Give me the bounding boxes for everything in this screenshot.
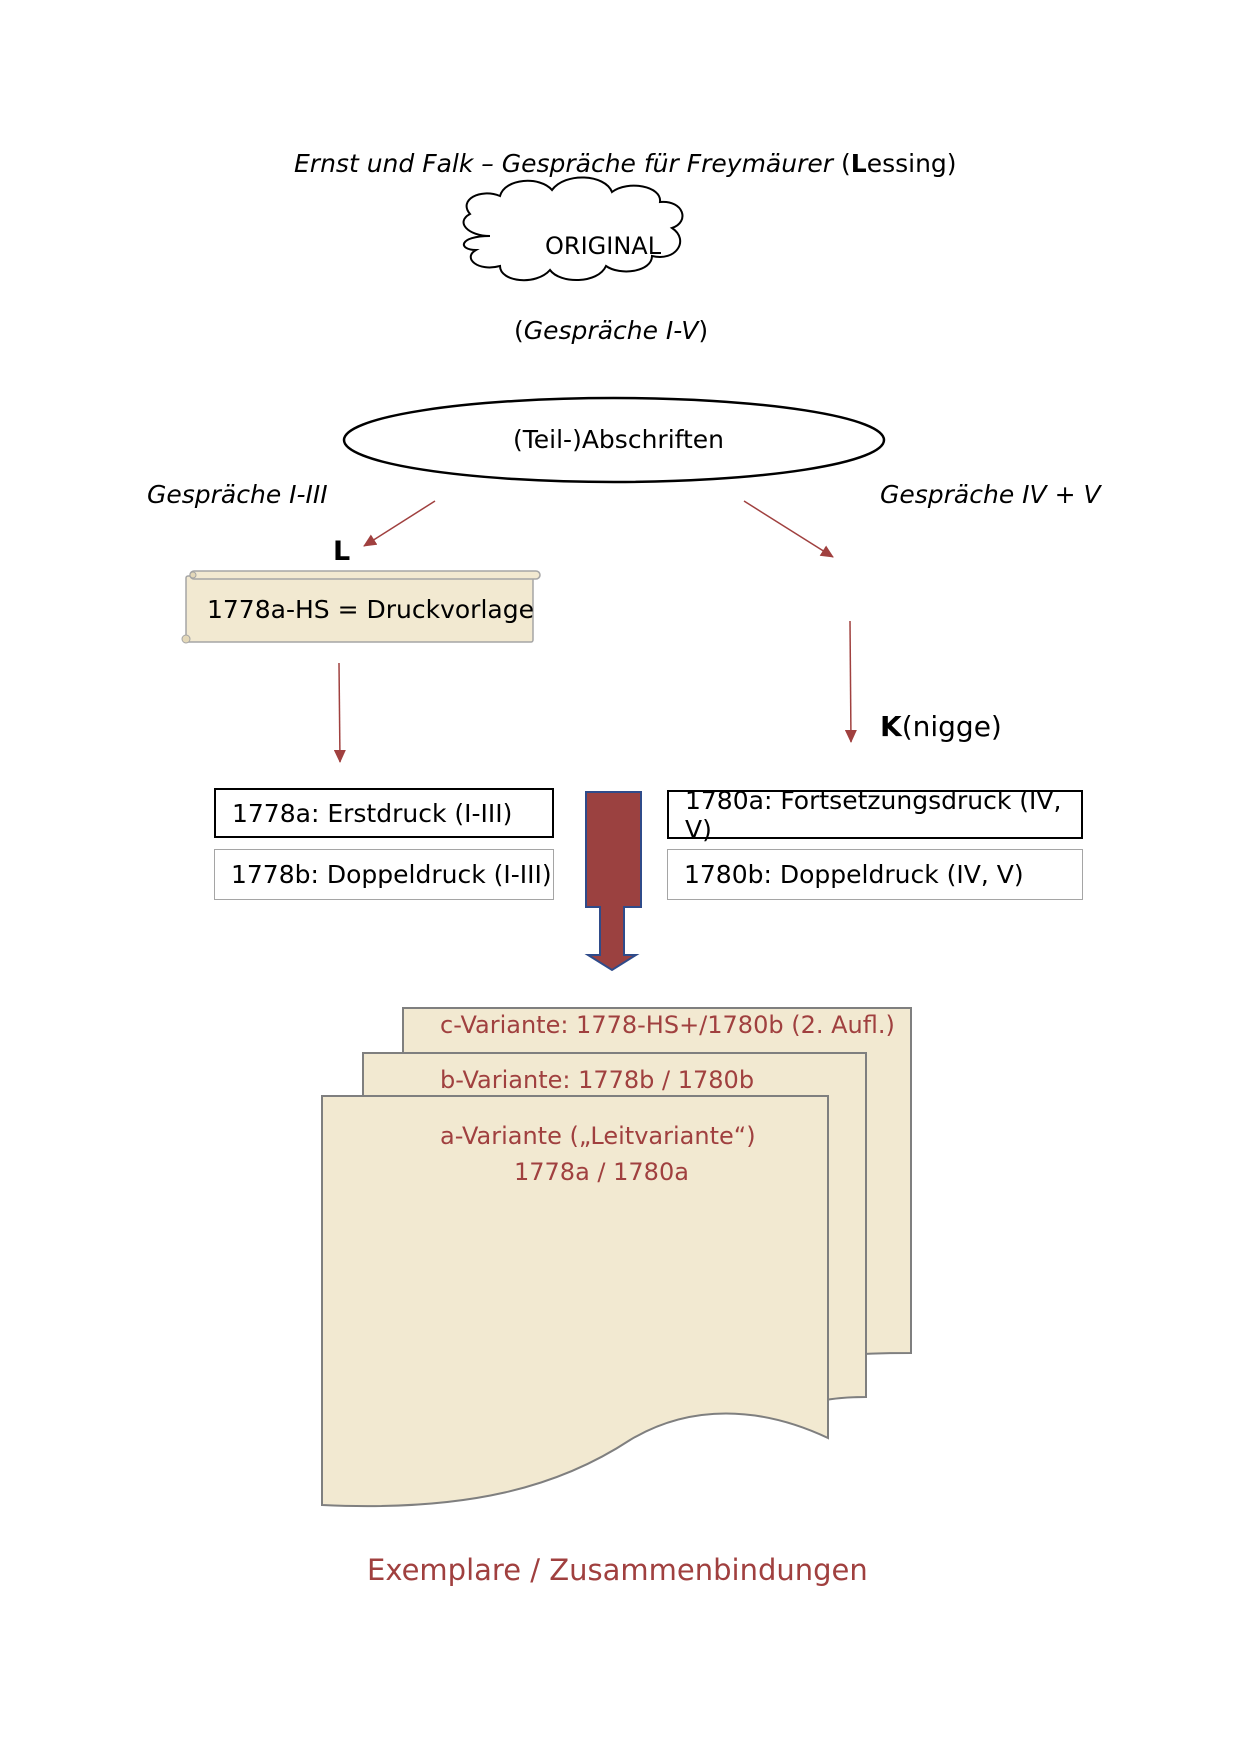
page-title: Ernst und Falk – Gespräche für Freymäure… [294,149,957,178]
arrow-to-right-branch [743,500,834,558]
print-1780a: 1780a: Fortsetzungsdruck (IV, V) [667,786,1083,844]
original-label: ORIGINAL [545,232,662,260]
branch-left-label: Gespräche I-III [147,480,328,509]
subtitle-paren-close: ) [698,316,709,345]
print-1780b: 1780b: Doppeldruck (IV, V) [667,849,1083,900]
variant-a-label: a-Variante („Leitvariante“) [440,1122,756,1150]
title-paren-open: ( [841,149,851,178]
print-1780a-label: 1780a: Fortsetzungsdruck (IV, V) [685,785,1062,844]
subtitle-paren-open: ( [514,316,524,345]
copies-ellipse [342,396,886,484]
manuscript-scroll [181,570,541,644]
variant-a-sources: 1778a / 1780a [514,1158,689,1186]
knigge-initial: K [880,710,902,743]
title-author-initial: L [850,149,867,178]
branch-right-label: Gespräche IV + V [880,480,1101,509]
title-work: Ernst und Falk – Gespräche für Freymäure… [294,149,834,178]
print-1778a-label: 1778a: Erstdruck (I-III) [232,798,513,828]
arrow-to-lessing [363,500,436,547]
arrow-to-knigge [844,620,857,743]
footer-label: Exemplare / Zusammenbindungen [367,1553,868,1587]
copies-label: (Teil-)Abschriften [513,425,725,454]
knigge-marker: K(nigge) [880,710,1002,743]
title-author-rest: essing) [866,149,957,178]
subtitle-text: Gespräche I-V [523,316,699,345]
lessing-marker: L [333,536,351,567]
original-cloud [462,176,684,282]
print-1780b-label: 1780b: Doppeldruck (IV, V) [684,860,1024,889]
arrow-manuscript-to-print [333,662,346,763]
variant-b-label: b-Variante: 1778b / 1780b [440,1066,755,1094]
variant-c-label: c-Variante: 1778-HS+/1780b (2. Aufl.) [440,1011,895,1039]
knigge-rest: (nigge) [901,710,1002,743]
manuscript-label: 1778a-HS = Druckvorlage [207,595,534,624]
original-subtitle: (Gespräche I-V) [514,316,708,345]
print-1778a: 1778a: Erstdruck (I-III) [214,788,554,838]
print-1778b: 1778b: Doppeldruck (I-III) [214,849,554,900]
document-a [321,1095,829,1508]
print-1778b-label: 1778b: Doppeldruck (I-III) [231,860,552,889]
big-down-arrow [584,791,642,972]
